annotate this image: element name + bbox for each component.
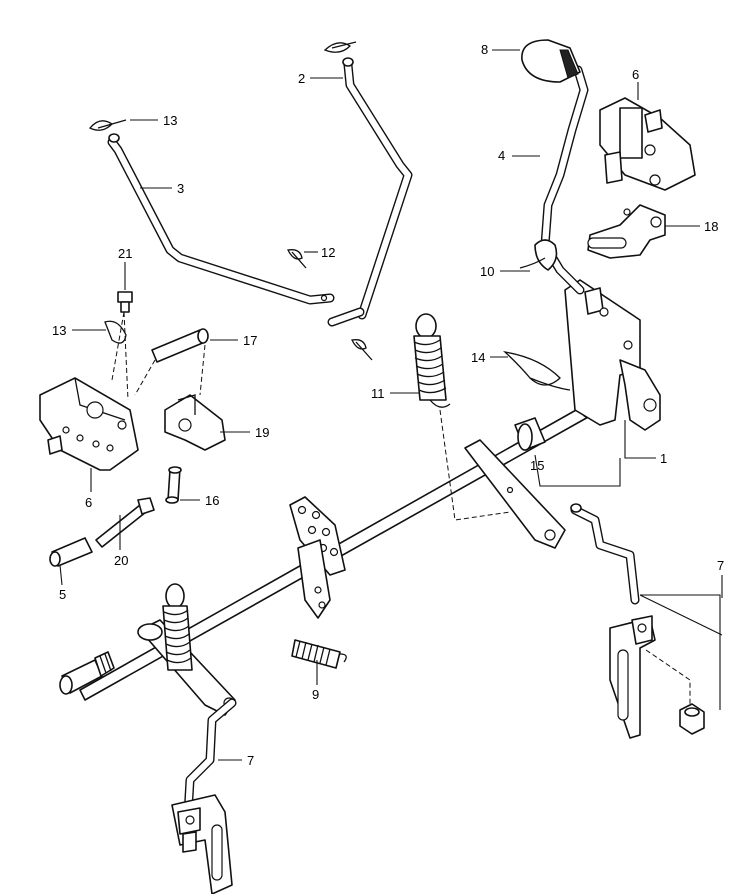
callout-13-top: 13 [163, 113, 177, 128]
callout-15: 15 [530, 458, 544, 473]
right-lower-bracket [609, 615, 656, 739]
right-lever-arm [464, 439, 566, 549]
pin-dashline [134, 344, 206, 396]
small-spring [291, 639, 347, 669]
lift-lever [540, 65, 589, 295]
callout-7-left: 7 [247, 753, 254, 768]
upper-hairpin-clip [323, 41, 357, 53]
bushing-5 [49, 537, 93, 567]
spring-hook-dashline [439, 409, 511, 521]
callout-8: 8 [481, 42, 488, 57]
pin-16 [165, 466, 182, 504]
center-pedal-plate [289, 496, 346, 619]
upper-link-rod [327, 57, 413, 327]
hex-nut [679, 703, 705, 735]
left-lower-linkage-rod [183, 698, 237, 820]
clip-near-rod2 [351, 339, 373, 361]
lever-clip [519, 239, 558, 271]
shaft-end-fitting [59, 651, 115, 695]
callout-6-right: 6 [632, 67, 639, 82]
bolt-21 [117, 291, 133, 313]
callout-20: 20 [114, 553, 128, 568]
callout-6-left: 6 [85, 495, 92, 510]
nut-dashline [645, 649, 691, 705]
bolt-20 [95, 497, 155, 548]
bracket-19 [164, 394, 226, 451]
callout-1: 1 [660, 451, 667, 466]
leader-lines [59, 49, 723, 761]
callout-5: 5 [59, 587, 66, 602]
callout-2: 2 [298, 71, 305, 86]
callout-21: 21 [118, 246, 132, 261]
hairpin-clip-14 [502, 350, 571, 391]
lever-knob [521, 39, 581, 83]
callout-9: 9 [312, 687, 319, 702]
upper-spring [413, 313, 451, 408]
left-upper-hairpin-clip [88, 119, 127, 131]
long-link-rod [107, 133, 335, 305]
upright-bracket [564, 279, 661, 431]
callout-11: 11 [371, 386, 385, 401]
callout-16: 16 [205, 493, 219, 508]
left-bracket-6 [39, 377, 139, 471]
callout-18: 18 [704, 219, 718, 234]
callout-19: 19 [255, 425, 269, 440]
callout-labels: 8 2 13 3 4 6 18 10 12 21 13 17 14 11 19 … [52, 42, 724, 768]
pin-17 [151, 328, 209, 363]
left-lower-bracket [171, 794, 233, 894]
latch-plate [587, 204, 666, 259]
callout-3: 3 [177, 181, 184, 196]
callout-14: 14 [471, 350, 485, 365]
left-spring [162, 583, 193, 671]
bolt-dashline [111, 311, 129, 401]
clip-12 [287, 249, 307, 269]
callout-10: 10 [480, 264, 494, 279]
right-lower-linkage-rod [570, 503, 640, 605]
upper-right-bracket-assembly [599, 97, 696, 191]
clip-13-lower [104, 320, 127, 344]
callout-7-right: 7 [717, 558, 724, 573]
callout-13-left: 13 [52, 323, 66, 338]
callout-12: 12 [321, 245, 335, 260]
callout-17: 17 [243, 333, 257, 348]
shaft-bushing [514, 417, 546, 451]
callout-4: 4 [498, 148, 505, 163]
